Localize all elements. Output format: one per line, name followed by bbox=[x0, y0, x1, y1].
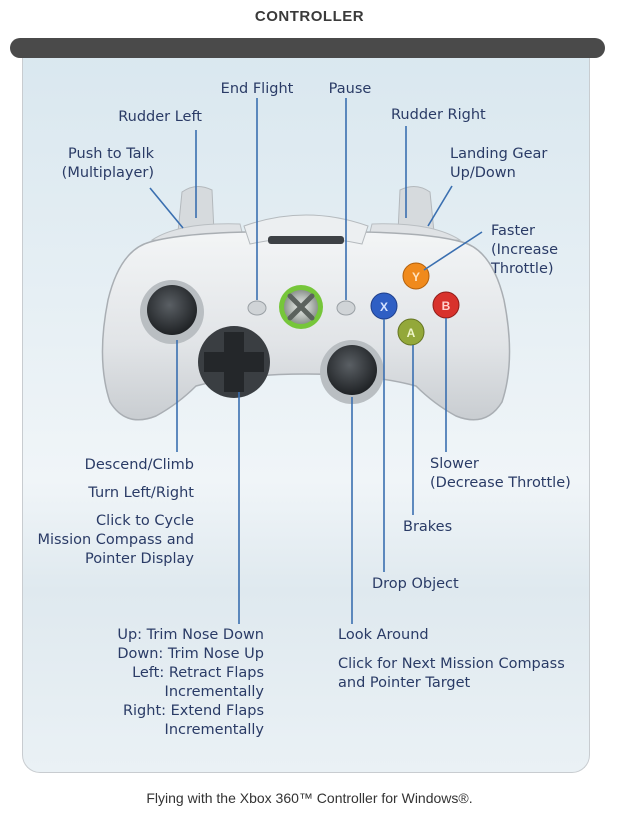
svg-text:Y: Y bbox=[412, 270, 420, 284]
page-heading: CONTROLLER bbox=[254, 8, 365, 25]
label-rudder-left: Rudder Left bbox=[118, 109, 202, 125]
label-rudder-right: Rudder Right bbox=[391, 107, 486, 123]
leader-push-to-talk bbox=[149, 187, 184, 229]
leader-faster bbox=[423, 231, 483, 271]
label-drop-object: Drop Object bbox=[372, 576, 459, 592]
panel-top-bar bbox=[10, 38, 605, 58]
label-pause: Pause bbox=[328, 81, 372, 97]
right-trigger bbox=[397, 186, 435, 233]
label-push-to-talk: Push to Talk(Multiplayer) bbox=[61, 146, 154, 181]
left-stick bbox=[140, 280, 204, 344]
button-a: A bbox=[397, 318, 425, 346]
svg-text:A: A bbox=[407, 326, 416, 340]
label-slower: Slower(Decrease Throttle) bbox=[430, 456, 571, 491]
label-look-around: Look Around bbox=[338, 627, 429, 643]
d-pad bbox=[198, 326, 270, 398]
button-b: B bbox=[432, 291, 460, 319]
start-button bbox=[336, 300, 356, 316]
figure-caption: Flying with the Xbox 360™ Controller for… bbox=[146, 790, 473, 806]
label-end-flight: End Flight bbox=[220, 81, 294, 97]
back-button bbox=[247, 300, 267, 316]
leader-lines bbox=[149, 98, 483, 624]
button-y: Y bbox=[402, 262, 430, 290]
leader-landing-gear bbox=[427, 185, 453, 227]
svg-text:B: B bbox=[442, 299, 451, 313]
button-x: X bbox=[370, 292, 398, 320]
label-descend-climb: Descend/Climb bbox=[84, 457, 194, 473]
label-brakes: Brakes bbox=[403, 519, 453, 535]
right-stick bbox=[320, 340, 384, 404]
svg-text:X: X bbox=[380, 300, 388, 314]
guide-button bbox=[279, 285, 323, 329]
label-turn: Turn Left/Right bbox=[88, 485, 194, 501]
